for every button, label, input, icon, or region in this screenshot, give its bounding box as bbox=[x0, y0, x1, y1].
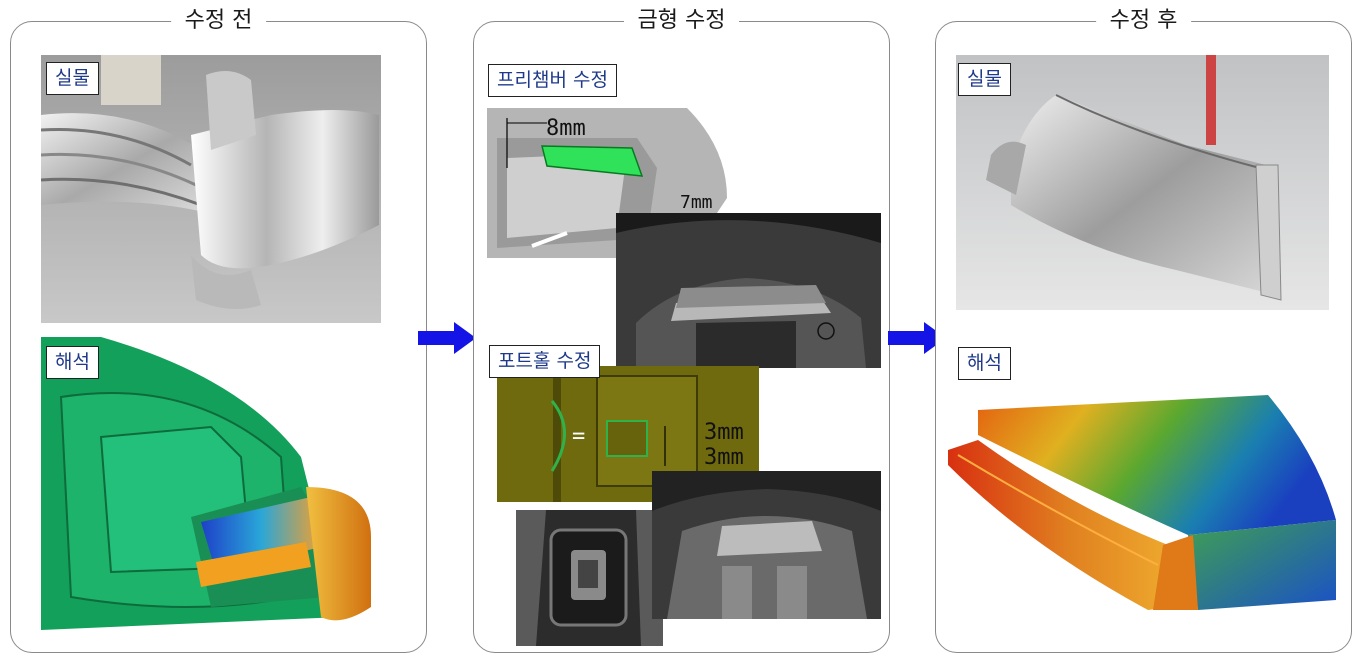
photo-after-real bbox=[956, 55, 1329, 310]
arrow-right-2 bbox=[888, 322, 946, 354]
panel-title-before: 수정 전 bbox=[170, 5, 267, 37]
label-after-analysis: 해석 bbox=[958, 347, 1011, 380]
arrow-right-1 bbox=[418, 322, 476, 354]
photo-prechamber bbox=[616, 213, 881, 368]
panel-title-after: 수정 후 bbox=[1095, 5, 1192, 37]
photo-porthole-small bbox=[516, 510, 663, 646]
label-before-analysis: 해석 bbox=[46, 346, 99, 379]
cad-porthole bbox=[497, 366, 759, 502]
analysis-after bbox=[948, 395, 1340, 620]
panel-title-mold: 금형 수정 bbox=[623, 5, 740, 37]
dim-7mm: 7mm bbox=[680, 192, 713, 213]
dim-3mm-b: 3mm bbox=[704, 445, 744, 470]
photo-porthole-large bbox=[652, 471, 881, 619]
dim-8mm: 8mm bbox=[546, 116, 586, 141]
analysis-before bbox=[41, 337, 381, 630]
dim-3mm-a: 3mm bbox=[704, 420, 744, 445]
label-prechamber: 프리챔버 수정 bbox=[488, 64, 617, 97]
label-before-real: 실물 bbox=[46, 62, 99, 95]
label-porthole: 포트홀 수정 bbox=[489, 345, 601, 378]
photo-before-real bbox=[41, 55, 381, 323]
label-after-real: 실물 bbox=[958, 63, 1011, 96]
dim-eq: = bbox=[572, 424, 586, 449]
